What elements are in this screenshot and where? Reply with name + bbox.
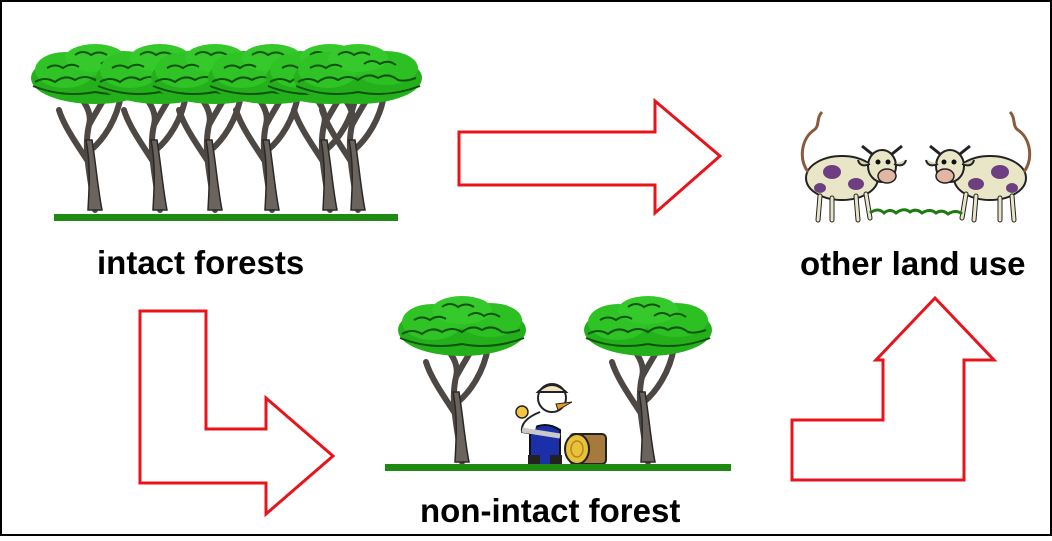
- intact-forests-label: intact forests: [97, 244, 305, 281]
- intact-forest-ground: [54, 214, 398, 221]
- cows-illustration: [802, 112, 1029, 220]
- non-intact-forest-label: non-intact forest: [420, 492, 681, 529]
- arrow-right-icon: [457, 97, 723, 217]
- non-intact-forest-ground: [385, 464, 731, 471]
- grass-icon: [869, 208, 963, 216]
- arrow-up-right-icon: [790, 295, 998, 482]
- other-land-use-label: other land use: [800, 245, 1026, 282]
- arrow-down-right-icon: [138, 309, 336, 518]
